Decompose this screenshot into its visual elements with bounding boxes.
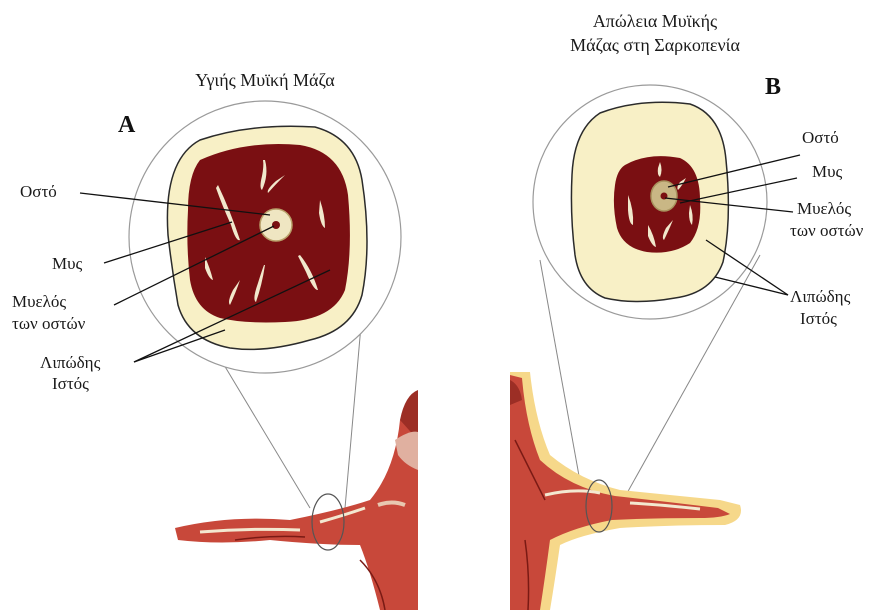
label-bone-b: Οστό xyxy=(802,127,839,148)
panel-a-letter: A xyxy=(118,112,135,139)
panel-b-title-line1: Απώλεια Μυϊκής xyxy=(545,11,765,32)
arm-illustration-a xyxy=(175,390,418,610)
label-marrow-a-line1: Μυελός xyxy=(12,291,66,312)
panel-b-title-line2: Μάζας στη Σαρκοπενία xyxy=(545,35,765,56)
label-marrow-b-line1: Μυελός xyxy=(797,198,851,219)
panel-a-title: Υγιής Μυϊκή Μάζα xyxy=(155,70,375,91)
label-fat-a-line1: Λιπώδης xyxy=(40,352,100,373)
label-muscle-b: Μυς xyxy=(812,161,842,182)
panel-b-letter: B xyxy=(765,74,781,101)
label-fat-a-line2: Ιστός xyxy=(52,373,89,394)
label-fat-b-line1: Λιπώδης xyxy=(790,286,850,307)
arm-illustration-b xyxy=(510,372,741,610)
label-muscle-a: Μυς xyxy=(52,253,82,274)
label-marrow-b-line2: των οστών xyxy=(790,220,863,241)
bone-marrow-a xyxy=(272,221,280,229)
label-fat-b-line2: Ιστός xyxy=(800,308,837,329)
label-marrow-a-line2: των οστών xyxy=(12,313,85,334)
label-bone-a: Οστό xyxy=(20,181,57,202)
